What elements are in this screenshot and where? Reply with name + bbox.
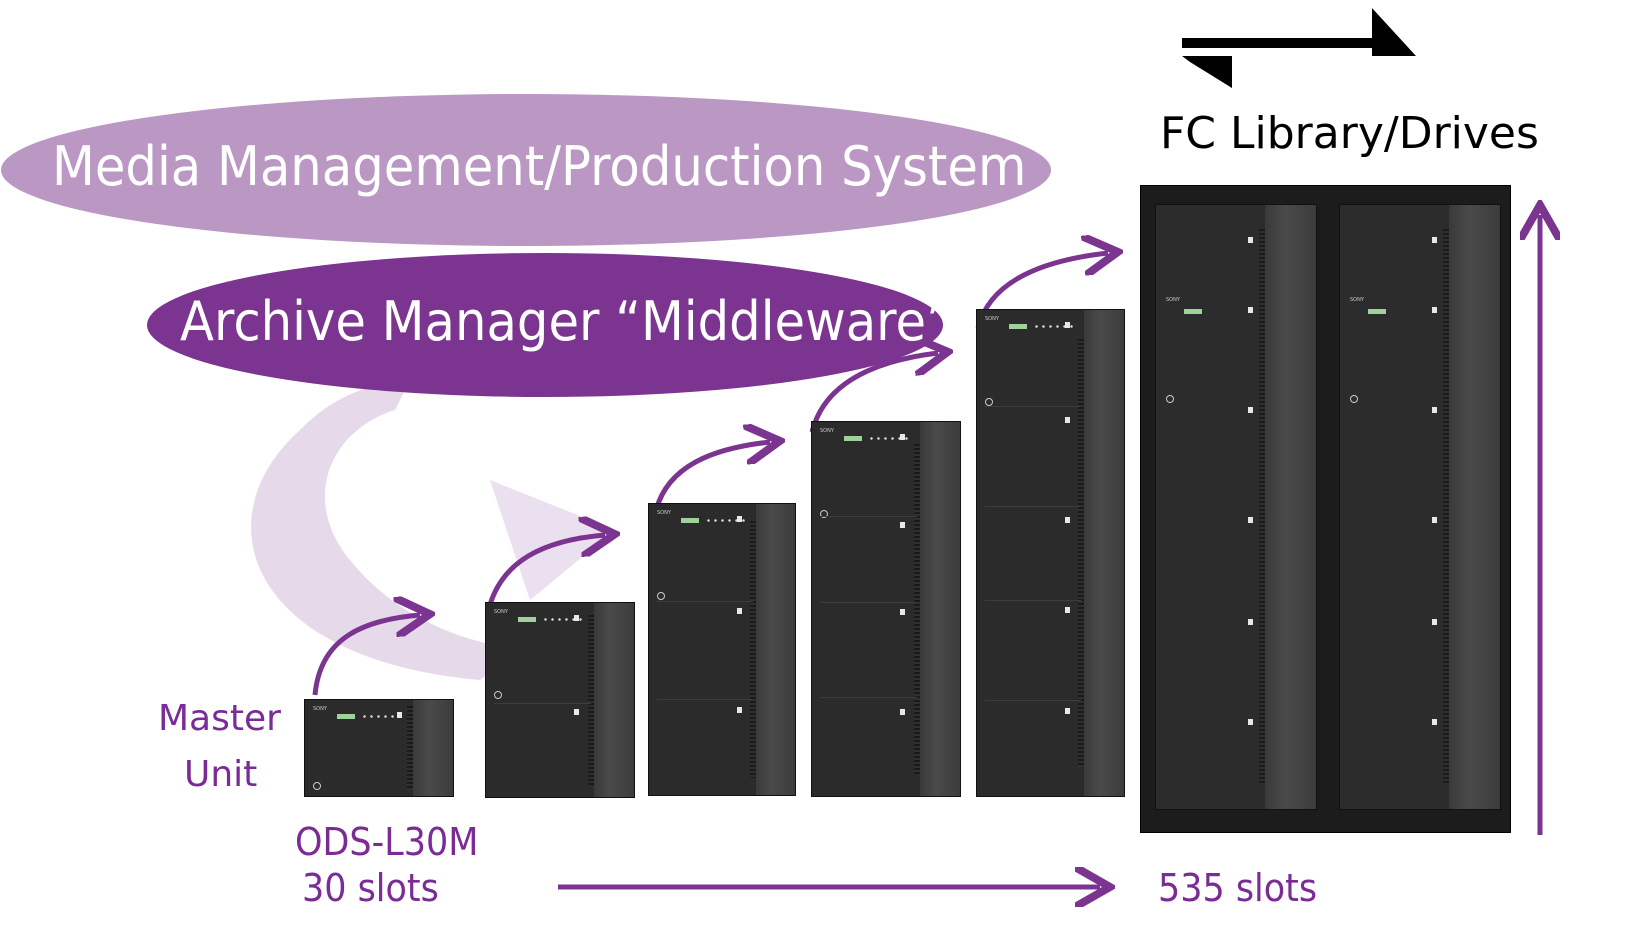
step-arrow-1 <box>312 615 420 696</box>
step-arrow-2 <box>485 535 605 613</box>
lcd-display <box>1009 324 1027 329</box>
lcd-display <box>337 714 355 719</box>
master-unit-line1: Master <box>158 698 281 739</box>
power-knob-icon <box>313 782 321 790</box>
control-buttons <box>705 518 745 523</box>
media-management-label: Media Management/Production System <box>52 135 1027 198</box>
unit-3: SONY <box>648 503 796 796</box>
step-arrow-3 <box>652 442 770 516</box>
lcd-display <box>518 617 536 622</box>
rack-bay-left: SONY <box>1155 204 1317 810</box>
brand-label: SONY <box>1166 297 1180 303</box>
media-management-ellipse <box>1 94 1051 246</box>
power-knob-icon <box>985 398 993 406</box>
step-arrow-4 <box>809 353 938 433</box>
brand-label: SONY <box>1350 297 1364 303</box>
exchange-arrows-icon <box>1182 8 1416 88</box>
control-buttons <box>1033 324 1073 329</box>
rack-bay-right: SONY <box>1339 204 1501 810</box>
control-buttons <box>542 617 582 622</box>
model-label: ODS-L30M <box>295 820 479 864</box>
lcd-display <box>844 436 862 441</box>
archive-manager-label: Archive Manager “Middleware” <box>180 290 952 353</box>
power-knob-icon <box>820 510 828 518</box>
fc-library-rack: SONY SONY <box>1140 185 1511 833</box>
power-knob-icon <box>494 691 502 699</box>
power-knob-icon <box>1350 395 1358 403</box>
slots-end-label: 535 slots <box>1158 866 1318 910</box>
master-unit-line2: Unit <box>184 754 258 795</box>
unit-4: SONY <box>811 421 961 797</box>
lcd-display <box>681 518 699 523</box>
control-buttons <box>868 436 908 441</box>
unit-1: SONY <box>304 699 454 797</box>
brand-label: SONY <box>820 428 834 434</box>
unit-2: SONY <box>485 602 635 798</box>
brand-label: SONY <box>494 609 508 615</box>
fc-library-label: FC Library/Drives <box>1160 108 1539 159</box>
archive-manager-ellipse <box>147 253 943 397</box>
lcd-display <box>1368 309 1386 314</box>
brand-label: SONY <box>657 510 671 516</box>
cycle-swirl-arrowhead <box>490 480 615 600</box>
unit-5: SONY <box>976 309 1125 797</box>
brand-label: SONY <box>313 706 327 712</box>
brand-label: SONY <box>985 316 999 322</box>
slots-start-label: 30 slots <box>302 866 439 910</box>
power-knob-icon <box>657 592 665 600</box>
cycle-swirl-arrow <box>251 380 520 680</box>
control-buttons <box>361 714 401 719</box>
lcd-display <box>1184 309 1202 314</box>
power-knob-icon <box>1166 395 1174 403</box>
